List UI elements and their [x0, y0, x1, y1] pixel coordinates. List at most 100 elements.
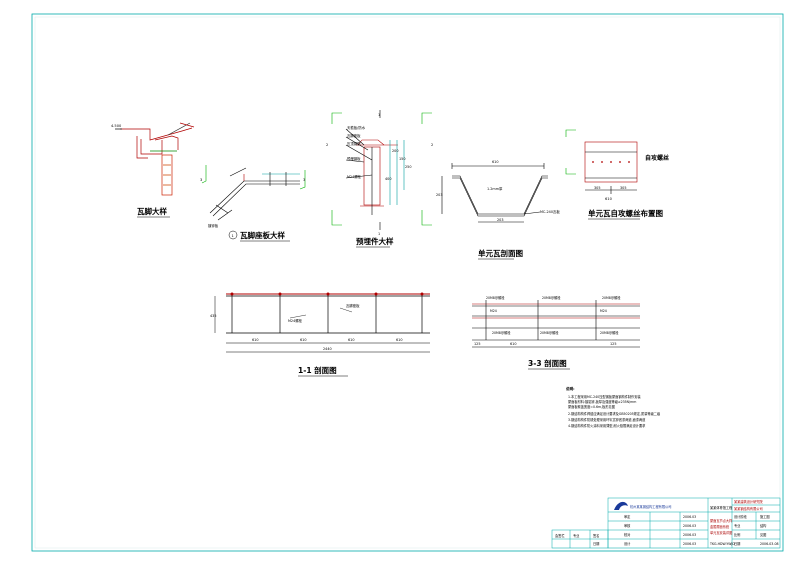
right-header-1: 某某建筑设计研究院: [734, 499, 763, 504]
screw-dim-1: 305: [594, 186, 600, 190]
drawing-number: TKG-HDW-YWJD: [709, 542, 735, 546]
seat-detail-marker-circle: [228, 230, 238, 240]
inner-border: [34, 16, 781, 549]
embed-dim-1: 200: [392, 149, 398, 153]
drawing-title-2: 金属屋面系统: [710, 524, 730, 529]
note-2: 2.钢结构构件焊缝应满足设计要求及GB50205规定,质量等级二级: [568, 411, 661, 416]
outer-border: [31, 13, 784, 552]
section-1-1-seat: 瓦脚座板: [346, 303, 360, 308]
right-row-value-4: 2006-03-08: [760, 542, 779, 546]
seat-detail-marker: 1: [232, 234, 234, 238]
screw-points: [592, 161, 630, 163]
screw-width: 610: [605, 197, 613, 201]
embedded-part-detail: [331, 110, 432, 230]
notes-heading: 说明:: [566, 386, 575, 391]
tile-foot-title: 瓦脚大样: [137, 206, 167, 216]
tile-thickness: 1.2mm厚: [487, 186, 503, 191]
row-date-4: 2006.03: [683, 542, 696, 546]
company-name: 杭州某某钢结构工程有限公司: [630, 504, 671, 509]
seat-section-right: 3: [303, 178, 305, 182]
right-header-2: 某某钢结构有限公司: [734, 506, 763, 511]
row-role-2: 审核: [624, 523, 631, 528]
right-row-label-2: 专业: [734, 523, 740, 528]
seat-section-left: 3: [200, 178, 202, 182]
seat-plate-label: 镀锌板: [208, 223, 219, 228]
section-3-3-bolt-2: 20M8@螺栓: [542, 295, 561, 300]
bottom-label-3: 签名: [593, 533, 599, 538]
embed-dim-4: 250: [405, 165, 411, 169]
drawing-title-1: 屋面瓦节点大样: [710, 518, 733, 523]
embedded-part-title: 预埋件大样: [356, 236, 394, 246]
tile-height: 203: [436, 193, 442, 197]
tile-foot-scale-mark: 4.500: [111, 124, 122, 128]
embed-mark-right: 2: [431, 143, 433, 147]
embed-label-5: 预埋钢板: [347, 156, 361, 161]
embed-mark-left: 2: [326, 143, 328, 147]
section-1-1-bolt: M24螺栓: [288, 318, 303, 323]
single-tile-title: 单元瓦剖面图: [478, 248, 523, 258]
bottom-label-1: 会签栏: [555, 533, 565, 538]
embed-label-1: 天檐板/防水: [347, 125, 366, 130]
right-row-label-4: 日期: [734, 541, 740, 546]
bottom-label-4: 日期: [593, 541, 599, 546]
note-1b: 屋面板材料:镀铝锌,板厚及强度等级≥235N/mm: [568, 399, 636, 404]
row-date-2: 2006.03: [683, 524, 696, 528]
section-1-1-span-3: 610: [348, 338, 354, 342]
note-3: 3.钢结构构件防锈处理采用环氧富锌底漆两道,面漆两道: [568, 417, 646, 422]
company-logo: [614, 501, 628, 510]
section-1-1-span-4: 610: [396, 338, 402, 342]
section-3-3-m24-1: M24: [490, 309, 497, 313]
row-role-4: 设计: [624, 541, 631, 546]
section-3-3-bolt-3: 20M8@螺栓: [602, 295, 621, 300]
section-3-3-dim-1: 125: [474, 342, 480, 346]
embed-label-2: 瓦脚座板: [347, 133, 361, 138]
tile-board-label: MC-240瓦板: [540, 209, 560, 214]
section-1-1-total: 2440: [323, 347, 332, 351]
section-3-3-dim-2: 610: [510, 342, 516, 346]
row-role-3: 校对: [624, 532, 631, 537]
section-3-3-bolt-4: 20M8@螺栓: [492, 330, 511, 335]
screw-plan: [565, 129, 638, 194]
bottom-label-2: 专业: [573, 533, 579, 538]
embed-mark-top: 1: [378, 113, 380, 117]
tile-foot-detail: 4.500: [111, 122, 195, 196]
single-tile-section: [441, 163, 548, 223]
section-3-3-m24-2: M24: [600, 309, 607, 313]
section-1-1-bolt-heads: [230, 292, 424, 296]
note-1c: 屋面板覆盖宽度=0.6m,板形见图: [568, 404, 615, 409]
row-date-3: 2006.03: [683, 533, 696, 537]
screw-dim-2: 305: [620, 186, 626, 190]
tile-foot-seat-title: 瓦脚座板大样: [240, 230, 285, 240]
screw-label: 自攻螺丝: [645, 154, 669, 162]
title-block: [551, 497, 781, 549]
section-1-1-span-2: 610: [300, 338, 306, 342]
note-4: 4.钢结构构件防火涂料采用薄型,耐火极限满足设计要求: [568, 423, 646, 428]
row-role-1: 审定: [624, 514, 631, 519]
drawing-title-3: 单元瓦安装详图: [710, 530, 732, 535]
section-3-3-dim-3: 125: [610, 342, 616, 346]
section-1-1-height: 435: [210, 314, 216, 318]
section-3-3-bolt-5: 20M8@螺栓: [540, 330, 559, 335]
right-row-value-3: 见图: [760, 533, 766, 537]
project-name: 某某体育馆工程: [710, 505, 733, 510]
section-1-1: [214, 293, 430, 353]
embed-label-3: 压顶钢筋: [347, 141, 361, 146]
screw-plan-title: 单元瓦自攻螺丝布置图: [588, 208, 663, 218]
right-row-value-2: 结构: [760, 523, 766, 528]
embed-label-4: M24螺栓: [347, 174, 362, 179]
section-3-3-bolt-1: 20M8@螺栓: [486, 295, 505, 300]
right-row-label-3: 比例: [734, 532, 740, 537]
embed-dim-3: 400: [385, 177, 391, 181]
right-row-value-1: 施工图: [760, 514, 770, 519]
embed-dim-2: 150: [399, 157, 405, 161]
tile-bottom-width: 203: [497, 218, 503, 222]
section-1-1-title: 1-1 剖面图: [298, 365, 337, 375]
section-3-3: [472, 300, 640, 348]
right-row-label-1: 设计阶段: [734, 514, 748, 519]
section-3-3-title: 3-3 剖面图: [528, 358, 567, 368]
tile-top-width: 610: [492, 160, 498, 164]
section-3-3-bolt-6: 20M8@螺栓: [600, 330, 619, 335]
embed-mark-bottom: 1: [378, 232, 380, 236]
